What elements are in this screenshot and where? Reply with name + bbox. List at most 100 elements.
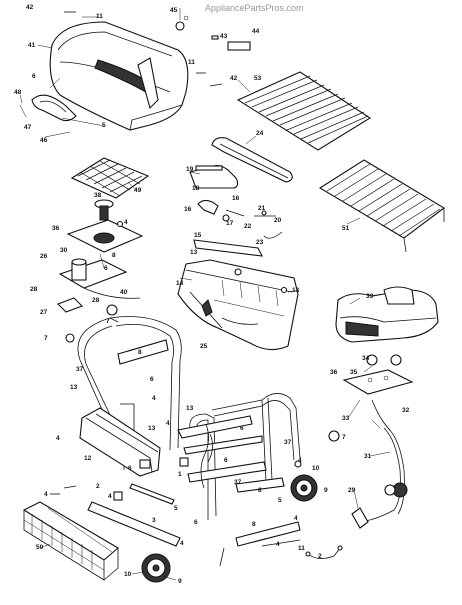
callout-27: 27 bbox=[40, 309, 48, 316]
callout-51: 51 bbox=[342, 225, 350, 232]
callout-46: 46 bbox=[40, 137, 48, 144]
callout-4d: 4 bbox=[56, 435, 60, 442]
grill-lid bbox=[49, 21, 189, 131]
burner-assembly bbox=[57, 199, 144, 313]
warming-rack bbox=[236, 71, 372, 151]
gas-hose-regulator bbox=[351, 419, 408, 529]
callout-10: 10 bbox=[312, 465, 320, 472]
callout-5b: 5 bbox=[278, 497, 282, 504]
callout-36b: 36 bbox=[330, 369, 338, 376]
wheels bbox=[141, 474, 318, 583]
callout-37c: 37 bbox=[234, 479, 242, 486]
callout-4f: 4 bbox=[294, 515, 298, 522]
callout-6: 6 bbox=[32, 73, 36, 80]
callout-6e: 6 bbox=[224, 457, 228, 464]
callout-50: 50 bbox=[36, 544, 44, 551]
callout-4b: 4 bbox=[152, 395, 156, 402]
callout-32: 32 bbox=[402, 407, 410, 414]
control-panel bbox=[335, 286, 439, 431]
callout-13: 13 bbox=[190, 249, 198, 256]
callout-15: 15 bbox=[194, 232, 202, 239]
callout-24: 24 bbox=[256, 130, 264, 137]
callout-4e: 4 bbox=[298, 457, 302, 464]
callout-47: 47 bbox=[24, 124, 32, 131]
callout-36: 36 bbox=[52, 225, 60, 232]
callout-53: 53 bbox=[254, 75, 262, 82]
bottom-right-parts bbox=[200, 423, 343, 559]
callout-11: 11 bbox=[96, 13, 103, 20]
callout-7c: 7 bbox=[342, 434, 346, 441]
callout-13d: 13 bbox=[148, 425, 156, 432]
callout-16b: 16 bbox=[184, 206, 192, 213]
callout-34: 34 bbox=[362, 355, 370, 362]
callout-16: 16 bbox=[232, 195, 240, 202]
callout-33: 33 bbox=[342, 415, 350, 422]
callout-13c: 13 bbox=[70, 384, 78, 391]
bottom-left-parts bbox=[50, 457, 189, 547]
watermark-text: AppliancePartsPros.com bbox=[205, 3, 304, 13]
callout-1: 1 bbox=[178, 471, 182, 478]
callout-39: 39 bbox=[366, 293, 374, 300]
callout-42b: 42 bbox=[230, 75, 238, 82]
callout-29: 29 bbox=[348, 487, 356, 494]
callout-43: 43 bbox=[220, 33, 228, 40]
callout-37: 37 bbox=[76, 366, 84, 373]
callout-45: 45 bbox=[170, 7, 178, 14]
rock-grate bbox=[70, 157, 150, 199]
callout-6g: 6 bbox=[128, 465, 132, 472]
cooking-grate bbox=[318, 159, 445, 253]
callout-41: 41 bbox=[28, 42, 36, 49]
callout-14: 14 bbox=[176, 280, 184, 287]
callout-4c: 4 bbox=[166, 420, 170, 427]
callout-19: 19 bbox=[186, 166, 194, 173]
callout-12: 12 bbox=[84, 455, 92, 462]
callout-48: 48 bbox=[14, 89, 22, 96]
callout-6c: 6 bbox=[150, 376, 154, 383]
callout-28b: 28 bbox=[92, 297, 100, 304]
callout-4: 4 bbox=[124, 219, 128, 226]
callout-25: 25 bbox=[200, 343, 208, 350]
callout-4j: 4 bbox=[180, 540, 184, 547]
callout-17: 17 bbox=[226, 220, 234, 227]
callout-11b: 11 bbox=[188, 59, 195, 66]
callout-8d: 8 bbox=[252, 521, 256, 528]
callout-13b: 13 bbox=[292, 287, 300, 294]
callout-22: 22 bbox=[244, 223, 252, 230]
callout-38: 38 bbox=[94, 192, 102, 199]
callout-13e: 13 bbox=[186, 405, 194, 412]
callout-35: 35 bbox=[350, 369, 358, 376]
callout-52: 2 bbox=[318, 553, 322, 560]
callout-23: 23 bbox=[256, 239, 264, 246]
callout-42: 42 bbox=[26, 4, 34, 11]
callout-6b: 6 bbox=[104, 265, 108, 272]
callout-4h: 4 bbox=[108, 493, 112, 500]
lid-handle bbox=[19, 94, 105, 127]
callout-labels: 42 11 41 6 48 47 46 5 45 43 44 11 42 53 … bbox=[14, 4, 410, 585]
callout-7: 7 bbox=[44, 335, 48, 342]
top-hardware bbox=[64, 11, 251, 87]
heat-tent bbox=[211, 137, 293, 183]
callout-9: 9 bbox=[324, 487, 328, 494]
callout-8b: 8 bbox=[138, 349, 142, 356]
callout-4g: 4 bbox=[276, 541, 280, 548]
callout-44: 44 bbox=[252, 28, 260, 35]
storage-basket bbox=[22, 501, 119, 581]
callout-30: 30 bbox=[60, 247, 68, 254]
callout-26: 26 bbox=[40, 253, 48, 260]
callout-49: 49 bbox=[134, 187, 142, 194]
callout-2: 2 bbox=[96, 483, 100, 490]
callout-6d: 6 bbox=[240, 425, 244, 432]
callout-3: 3 bbox=[152, 517, 156, 524]
leader-lines bbox=[19, 8, 391, 581]
callout-10b: 10 bbox=[124, 571, 132, 578]
callout-8: 8 bbox=[112, 252, 116, 259]
callout-28: 28 bbox=[30, 286, 38, 293]
callout-9b: 9 bbox=[178, 578, 182, 585]
callout-40: 40 bbox=[120, 289, 128, 296]
callout-8c: 8 bbox=[258, 487, 262, 494]
firebox bbox=[177, 164, 299, 351]
callout-11c: 11 bbox=[298, 545, 305, 552]
callout-5: 5 bbox=[102, 122, 106, 129]
